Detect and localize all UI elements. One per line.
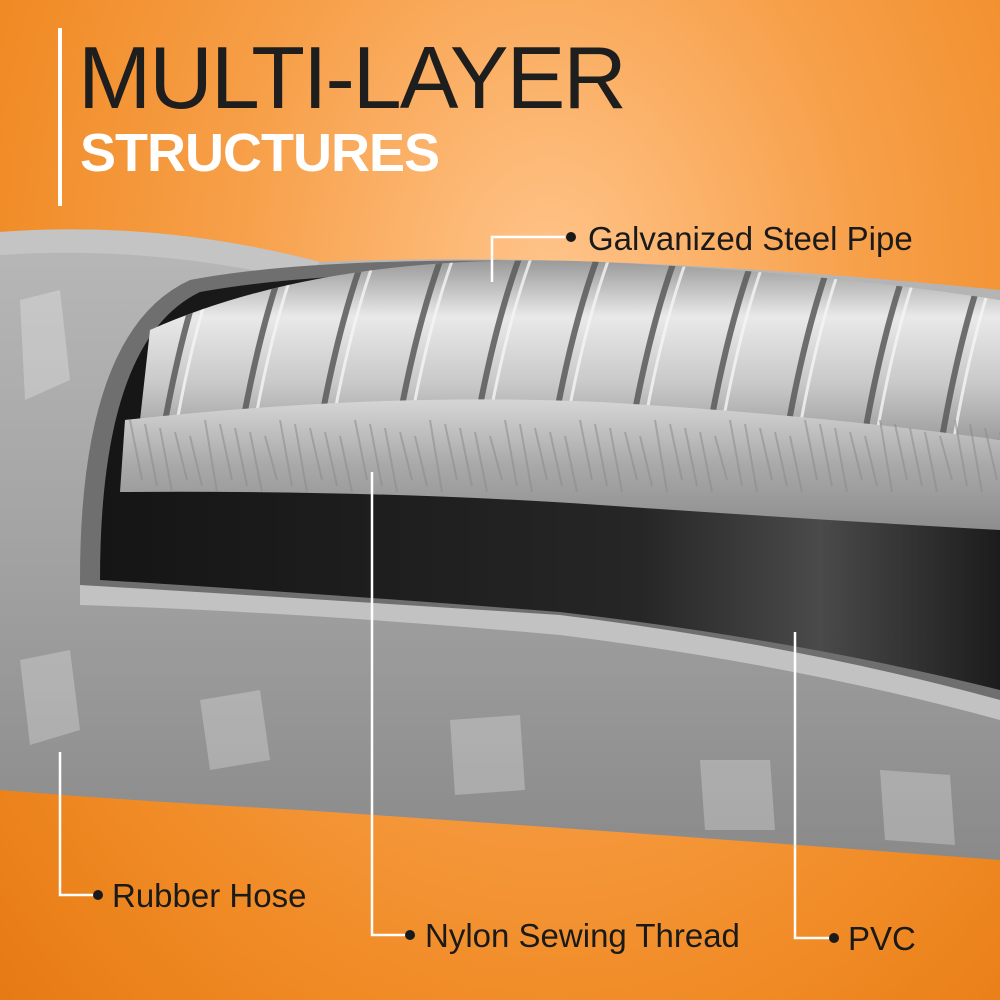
pvc-label: PVC — [848, 920, 916, 957]
page-subtitle: STRUCTURES — [80, 123, 440, 183]
rubber-hose-callout-dot — [93, 890, 103, 900]
leader-lines — [58, 235, 830, 940]
page-title: MULTI-LAYER — [78, 28, 627, 127]
nylon-thread-layer — [120, 399, 1000, 530]
title-accent-bar — [58, 28, 62, 206]
hose-texture — [20, 290, 955, 845]
rubber-hose-label: Rubber Hose — [112, 877, 307, 914]
steel-pipe-callout-dot — [566, 232, 576, 242]
steel-pipe-label: Galvanized Steel Pipe — [588, 220, 913, 257]
nylon-thread-callout-dot — [405, 930, 415, 940]
pvc-callout-dot — [829, 933, 839, 943]
nylon-thread-label: Nylon Sewing Thread — [425, 917, 740, 954]
